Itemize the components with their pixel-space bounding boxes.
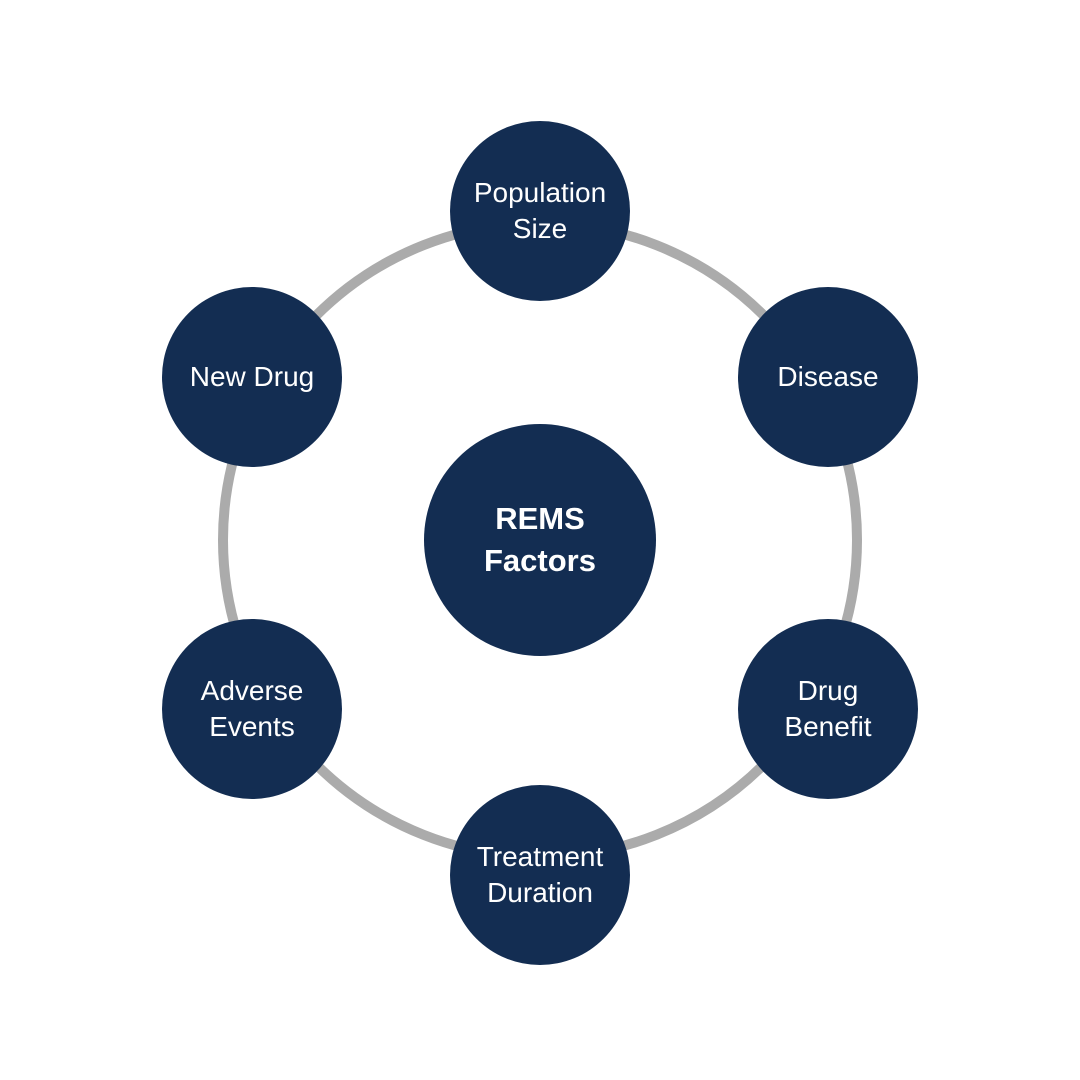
node-treatment-duration: Treatment Duration [450,785,630,965]
node-label-line: Events [209,711,295,742]
node-label-line: Disease [777,361,879,392]
node-label-line: Adverse [200,675,304,706]
node-label: Disease [738,359,918,395]
node-new-drug: New Drug [162,287,342,467]
node-population-size: Population Size [450,121,630,301]
node-label-line: Population [473,177,607,208]
node-label-line: Duration [487,877,593,908]
node-label: New Drug [162,359,342,395]
center-label-line: Factors [484,543,596,578]
node-label: Population Size [450,175,630,247]
node-drug-benefit: Drug Benefit [738,619,918,799]
node-label: Adverse Events [162,673,342,745]
node-label-line: Drug [797,675,859,706]
node-adverse-events: Adverse Events [162,619,342,799]
node-label-line: Treatment [476,841,604,872]
node-label: Treatment Duration [450,839,630,911]
node-rems-factors-center: REMS Factors [424,424,656,656]
node-disease: Disease [738,287,918,467]
node-label-line: Size [512,213,568,244]
node-label-line: New Drug [189,361,315,392]
node-label: Drug Benefit [738,673,918,745]
center-label: REMS Factors [424,498,656,582]
center-label-line: REMS [495,501,585,536]
node-label-line: Benefit [784,711,872,742]
